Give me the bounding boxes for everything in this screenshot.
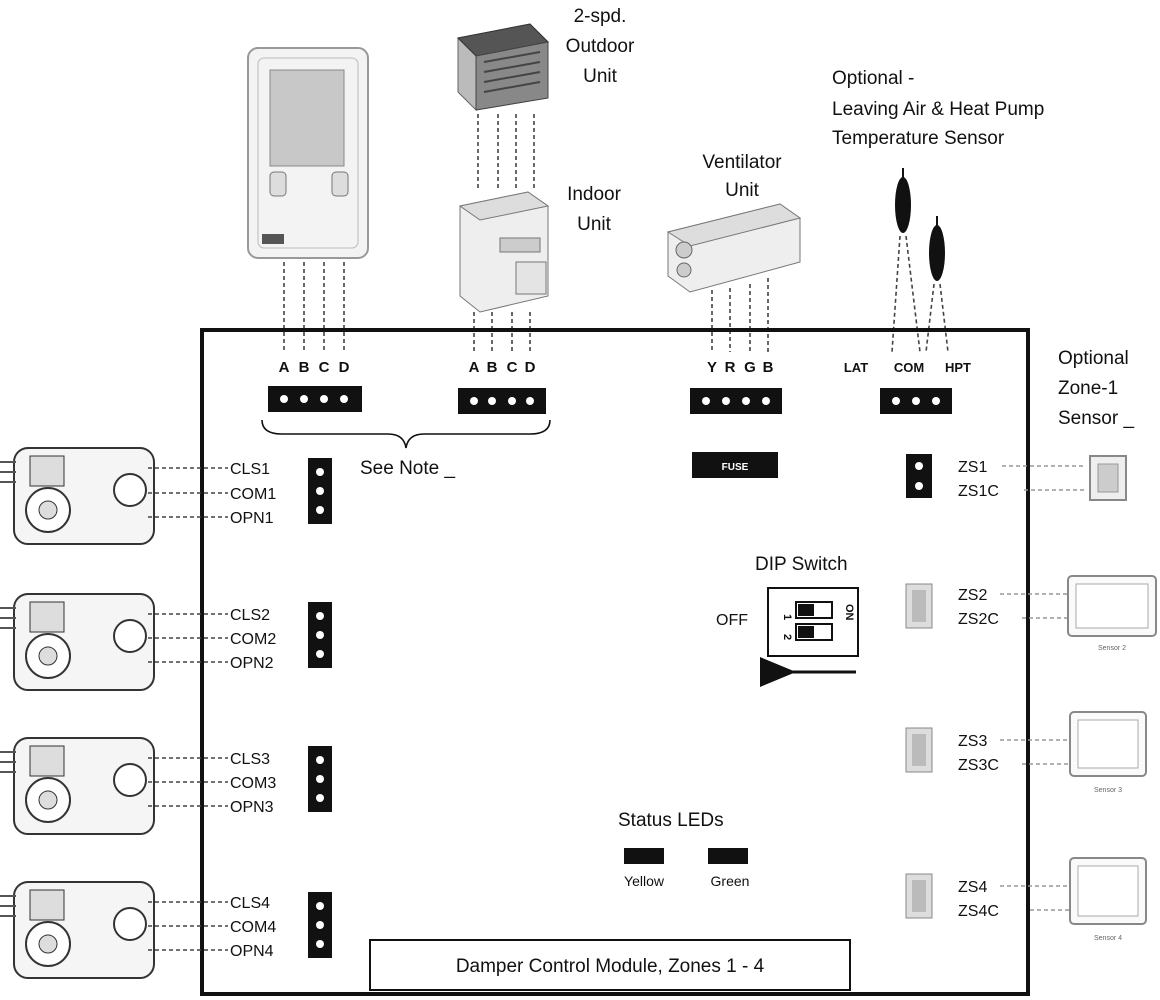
svg-text:ZS3: ZS3 <box>958 733 987 750</box>
svg-text:D: D <box>339 359 350 376</box>
green-led-label: Green <box>711 873 750 889</box>
sensor-terminal-labels: LAT COM HPT <box>844 360 971 375</box>
damper-actuator-2 <box>0 593 155 691</box>
svg-text:ZS3C: ZS3C <box>958 757 999 774</box>
indoor-unit-label-1: Indoor <box>567 184 622 205</box>
dip-switch-off-label: OFF <box>716 612 748 629</box>
thermostat-terminal-block <box>268 386 362 412</box>
svg-text:FUSE: FUSE <box>722 462 749 473</box>
svg-text:G: G <box>744 359 756 376</box>
svg-text:D: D <box>525 359 536 376</box>
vent-terminal-block <box>690 388 782 414</box>
svg-text:B: B <box>763 359 774 376</box>
sensor-terminal-block <box>880 388 952 414</box>
see-note-text: See Note _ <box>360 458 455 479</box>
damper-actuator-4 <box>0 881 155 979</box>
svg-text:A: A <box>279 359 290 376</box>
svg-text:LAT: LAT <box>844 360 868 375</box>
dip-switch-title: DIP Switch <box>755 554 848 575</box>
optional-zone1-label-1: Optional <box>1058 348 1129 369</box>
damper-zone-4-wiring: CLS4 COM4 OPN4 <box>148 892 332 960</box>
svg-text:Sensor 4: Sensor 4 <box>1094 935 1122 942</box>
module-title: Damper Control Module, Zones 1 - 4 <box>456 956 765 977</box>
outdoor-unit-label-1: 2-spd. <box>574 6 627 27</box>
yellow-led <box>624 848 664 864</box>
svg-text:A: A <box>469 359 480 376</box>
svg-text:Y: Y <box>707 359 717 376</box>
temperature-probe-hpt <box>929 216 945 281</box>
indoor-terminal-labels: A B C D <box>469 359 536 376</box>
outdoor-unit-label-2: Outdoor <box>566 36 635 57</box>
zone-4-wiring: ZS4 ZS4C Sensor 4 <box>905 857 1147 942</box>
yellow-led-label: Yellow <box>624 873 665 889</box>
svg-text:COM4: COM4 <box>230 919 276 936</box>
svg-text:COM2: COM2 <box>230 631 276 648</box>
control-module-board <box>200 328 1030 996</box>
green-led <box>708 848 748 864</box>
svg-text:B: B <box>299 359 310 376</box>
thermostat-device <box>247 47 369 259</box>
svg-text:1: 1 <box>781 614 793 620</box>
svg-text:C: C <box>319 359 330 376</box>
ventilator-device <box>666 203 802 293</box>
svg-text:Sensor 2: Sensor 2 <box>1098 645 1126 652</box>
zone-3-wiring: ZS3 ZS3C Sensor 3 <box>905 711 1147 794</box>
svg-text:B: B <box>487 359 498 376</box>
thermostat-terminal-labels: A B C D <box>279 359 350 376</box>
svg-text:CLS2: CLS2 <box>230 607 270 624</box>
svg-text:2: 2 <box>781 634 793 640</box>
temperature-probe-lat <box>895 168 911 233</box>
status-leds-title: Status LEDs <box>618 810 724 831</box>
indoor-unit-device <box>458 191 550 313</box>
svg-text:OPN3: OPN3 <box>230 799 274 816</box>
optional-zone1-label-2: Zone-1 <box>1058 378 1118 399</box>
zone-1-wiring: ZS1 ZS1C <box>906 454 1127 501</box>
optional-sensor-label-2: Leaving Air & Heat Pump <box>832 99 1044 120</box>
svg-text:ZS4: ZS4 <box>958 879 987 896</box>
svg-text:ON: ON <box>843 604 855 621</box>
optional-sensor-label-3: Temperature Sensor <box>832 128 1005 149</box>
svg-text:OPN2: OPN2 <box>230 655 274 672</box>
damper-zone-2-wiring: CLS2 COM2 OPN2 <box>148 602 332 672</box>
svg-text:COM3: COM3 <box>230 775 276 792</box>
ventilator-label-1: Ventilator <box>702 152 782 173</box>
svg-text:C: C <box>507 359 518 376</box>
outdoor-unit-device <box>456 23 550 111</box>
damper-zone-1-wiring: CLS1 COM1 OPN1 <box>148 458 332 527</box>
svg-text:OPN1: OPN1 <box>230 510 274 527</box>
damper-actuator-3 <box>0 737 155 835</box>
svg-text:ZS2: ZS2 <box>958 587 987 604</box>
damper-actuator-1 <box>0 447 155 545</box>
ventilator-label-2: Unit <box>725 180 760 201</box>
svg-text:ZS4C: ZS4C <box>958 903 999 920</box>
damper-zone-3-wiring: CLS3 COM3 OPN3 <box>148 746 332 816</box>
fuse: FUSE <box>692 452 778 478</box>
indoor-unit-label-2: Unit <box>577 214 612 235</box>
svg-text:OPN4: OPN4 <box>230 943 274 960</box>
svg-text:CLS3: CLS3 <box>230 751 270 768</box>
outdoor-unit-label-3: Unit <box>583 66 618 87</box>
svg-text:HPT: HPT <box>945 360 971 375</box>
optional-sensor-label-1: Optional - <box>832 68 914 89</box>
module-title-box <box>369 939 851 991</box>
optional-zone1-label-3: Sensor _ <box>1058 408 1134 429</box>
svg-text:ZS1: ZS1 <box>958 459 987 476</box>
vent-terminal-labels: Y R G B <box>707 359 774 376</box>
svg-text:ZS1C: ZS1C <box>958 483 999 500</box>
svg-text:ZS2C: ZS2C <box>958 611 999 628</box>
svg-text:COM1: COM1 <box>230 486 276 503</box>
dip-switch: 1 2 ON <box>767 587 859 657</box>
see-note-brace <box>261 419 551 449</box>
svg-text:R: R <box>725 359 736 376</box>
indoor-terminal-block <box>458 388 546 414</box>
svg-text:CLS1: CLS1 <box>230 461 270 478</box>
zone-2-wiring: ZS2 ZS2C Sensor 2 <box>905 575 1157 652</box>
svg-text:Sensor 3: Sensor 3 <box>1094 787 1122 794</box>
svg-text:COM: COM <box>894 360 924 375</box>
svg-text:CLS4: CLS4 <box>230 895 270 912</box>
